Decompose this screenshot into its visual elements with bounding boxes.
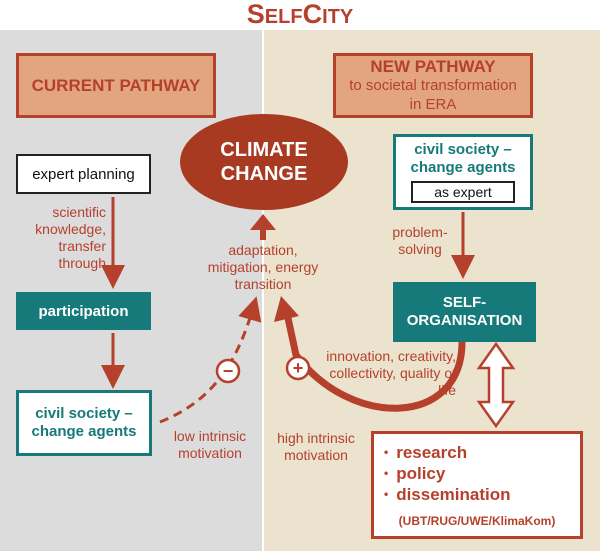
plus-circle bbox=[285, 355, 311, 381]
outputs-list: research policy dissemination bbox=[384, 442, 580, 505]
civil-society-left-box: civil society – change agents bbox=[16, 390, 152, 456]
civil-society-right-box: civil society – change agents as expert bbox=[393, 134, 533, 210]
output-dissemination: dissemination bbox=[384, 484, 580, 505]
low-motivation-label: low intrinsic motivation bbox=[173, 428, 247, 461]
self-organisation-box: SELF-ORGANISATION bbox=[393, 282, 536, 342]
current-pathway-box: CURRENT PATHWAY bbox=[16, 53, 216, 118]
arrow-to-climate-head bbox=[250, 214, 276, 230]
outputs-box: research policy dissemination (UBT/RUG/U… bbox=[371, 431, 583, 539]
brand-title: SELFCITY bbox=[246, 0, 354, 29]
output-research: research bbox=[384, 442, 580, 463]
minus-circle bbox=[215, 358, 241, 384]
partners-label: (UBT/RUG/UWE/KlimaKom) bbox=[398, 514, 556, 528]
minus-sign: − bbox=[223, 361, 234, 381]
output-policy: policy bbox=[384, 463, 580, 484]
as-expert-box: as expert bbox=[411, 181, 515, 203]
climate-change-node: CLIMATE CHANGE bbox=[180, 114, 348, 210]
outcomes-label: adaptation, mitigation, energy transitio… bbox=[207, 242, 319, 292]
arrow-high-motivation-head bbox=[274, 296, 299, 322]
new-pathway-box: NEW PATHWAY to societal transformation i… bbox=[333, 53, 533, 118]
participation-box: participation bbox=[16, 292, 151, 330]
plus-sign: + bbox=[293, 358, 304, 378]
innovation-label: innovation, creativity, collectivity, qu… bbox=[326, 348, 456, 398]
transfer-label: scientific knowledge, transfer through bbox=[35, 204, 106, 271]
expert-planning-box: expert planning bbox=[16, 154, 151, 194]
double-arrow bbox=[476, 341, 516, 429]
problem-solving-label: problem-solving bbox=[392, 224, 448, 257]
high-motivation-label: high intrinsic motivation bbox=[277, 430, 355, 463]
